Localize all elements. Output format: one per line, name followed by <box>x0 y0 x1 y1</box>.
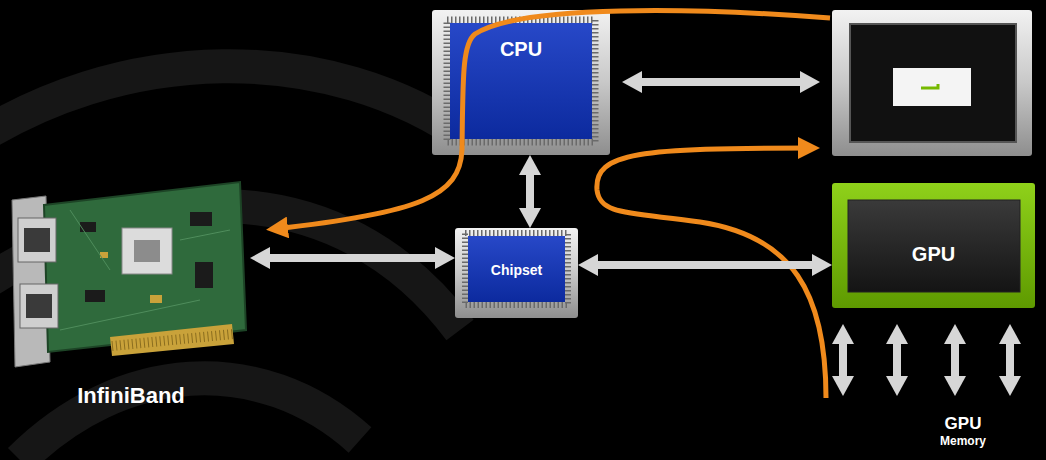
gpu-box: GPU <box>832 183 1035 308</box>
node-label: InfiniBand <box>12 383 250 409</box>
memory-label: Memory <box>903 434 1023 448</box>
memory-icon <box>893 68 971 106</box>
bus-arrow <box>586 261 824 269</box>
gpu-housing <box>832 183 1035 308</box>
system-memory-box <box>832 10 1032 156</box>
node-label: GPU <box>832 243 1035 266</box>
data-path <box>597 148 826 398</box>
infiniband-card <box>12 182 246 367</box>
memory-bus-arrow <box>630 78 812 86</box>
data-path <box>274 11 830 229</box>
bus-arrow <box>258 254 447 262</box>
chipset-housing <box>455 228 578 318</box>
cpu-housing <box>432 10 610 155</box>
memory-label: GPU <box>903 414 1023 434</box>
memory-bus-arrows <box>843 332 1010 388</box>
background-swoosh <box>0 66 470 460</box>
cpu-box: CPU <box>432 10 610 155</box>
system-memory-screen <box>850 24 1016 142</box>
infiniband-card: InfiniBand <box>12 178 250 415</box>
node-label: Chipset <box>455 262 578 278</box>
memory-icon-mark <box>921 84 938 88</box>
node-label: CPU <box>432 38 610 61</box>
chipset-box: Chipset <box>455 228 578 318</box>
bus-arrow <box>526 163 534 220</box>
